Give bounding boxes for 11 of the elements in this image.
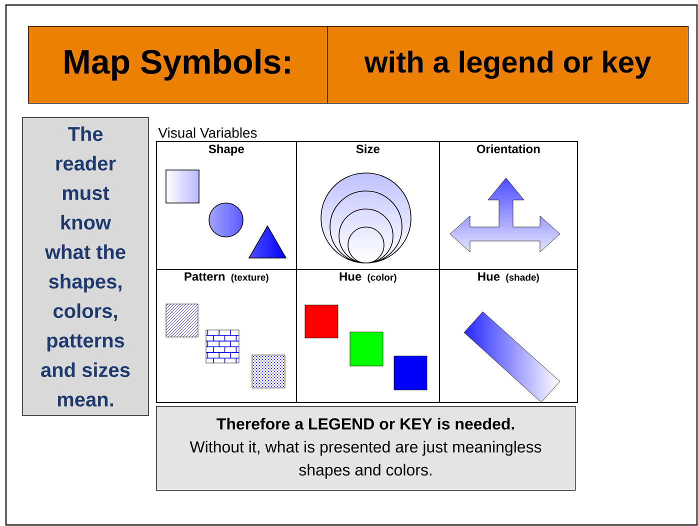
node-label: Visual Variables	[158, 128, 257, 138]
title-box: with a legend or key	[327, 26, 689, 104]
table-cell: Pattern (texture)	[156, 269, 297, 403]
table-cell: Hue (shade)	[439, 269, 578, 403]
note-box: The reader must know what the shapes, colors, patterns and sizes mean.	[22, 117, 149, 416]
table-cell: Size	[296, 141, 440, 270]
table-cell: Orientation	[439, 141, 578, 270]
table-cell: Shape	[156, 141, 297, 270]
title-box: Map Symbols:	[28, 26, 328, 104]
table-cell: Hue (color)	[296, 269, 440, 403]
note-box: Therefore a LEGEND or KEY is needed. Without it, what is presented are just meaningless shapes and colors.	[156, 406, 576, 491]
